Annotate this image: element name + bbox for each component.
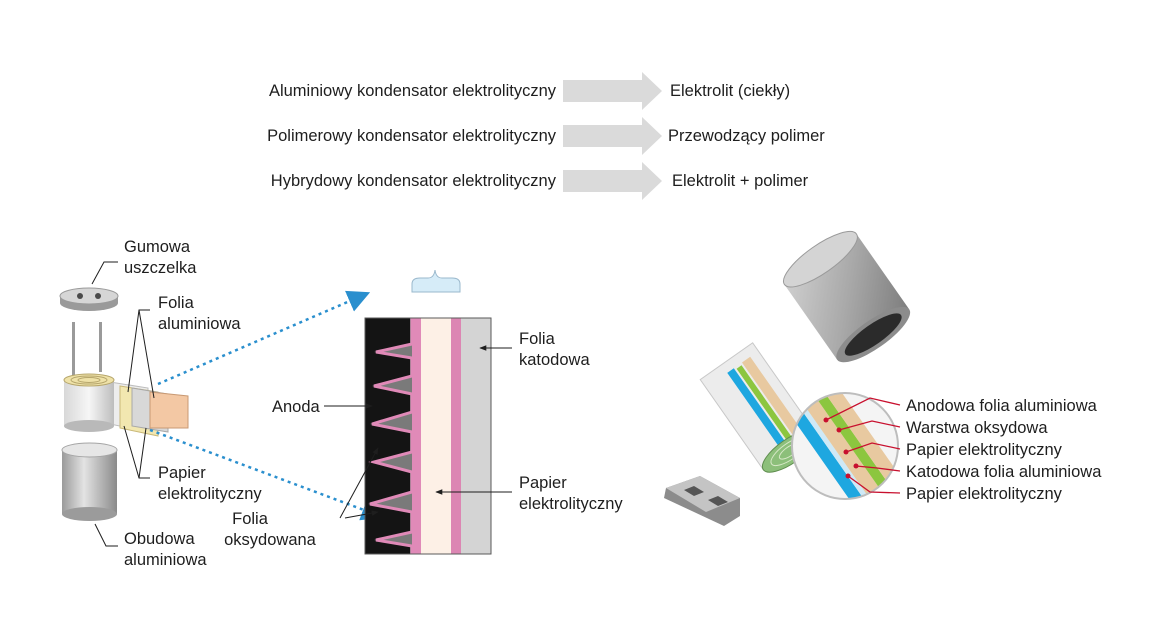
- type-arrow: [563, 72, 662, 110]
- type-name: Aluminiowy kondensator elektrolityczny: [269, 82, 557, 100]
- aluminum-foil-leader: [127, 309, 150, 393]
- cutaway-label: Katodowa folia aluminiowa: [906, 463, 1102, 481]
- rubber-seal-illustration: [59, 287, 119, 311]
- cathode-layer: [461, 318, 491, 554]
- cutaway-label: Papier elektrolityczny: [906, 441, 1063, 459]
- cutaway-label: Papier elektrolityczny: [906, 485, 1063, 503]
- type-electrolyte: Elektrolit (ciekły): [670, 82, 790, 100]
- type-electrolyte: Przewodzący polimer: [668, 127, 825, 145]
- rubber-seal-leader: [91, 261, 118, 285]
- seal-block-illustration: [664, 476, 740, 526]
- cathode-oxide-layer: [451, 318, 461, 554]
- type-name: Polimerowy kondensator elektrolityczny: [267, 127, 557, 145]
- paper-leader: [138, 427, 147, 479]
- zoom-arrow-top: [157, 290, 371, 386]
- oxidized-foil-leader: [344, 510, 379, 519]
- section-bracket: [411, 269, 461, 293]
- oxide-coating: [368, 318, 414, 554]
- type-row: Polimerowy kondensator elektrolityczny P…: [267, 117, 825, 155]
- anode-label: Anoda: [272, 398, 321, 416]
- case-leader: [94, 523, 118, 547]
- types-table: Aluminiowy kondensator elektrolityczny E…: [267, 72, 825, 200]
- cutaway-label: Anodowa folia aluminiowa: [906, 397, 1098, 415]
- section-outline: [364, 317, 492, 555]
- type-row: Aluminiowy kondensator elektrolityczny E…: [269, 72, 790, 110]
- cutaway-dots: [823, 417, 859, 479]
- aluminum-case-illustration: [61, 442, 118, 521]
- aluminum-foil-leader: [138, 309, 155, 399]
- type-electrolyte: Elektrolit + polimer: [672, 172, 809, 190]
- paper-layer: [421, 318, 451, 554]
- type-arrow: [563, 162, 662, 200]
- cutaway-leaders: [825, 397, 901, 494]
- type-name: Hybrydowy kondensator elektrolityczny: [271, 172, 557, 190]
- zoom-arrow-bottom: [149, 428, 385, 521]
- type-arrow: [563, 117, 662, 155]
- cutaway-label: Warstwa oksydowa: [906, 419, 1048, 437]
- lead-wire: [72, 322, 75, 378]
- oxide-layer: [412, 318, 421, 554]
- cutaway: Anodowa folia aluminiowa Warstwa oksydow…: [664, 230, 1102, 526]
- type-row: Hybrydowy kondensator elektrolityczny El…: [271, 162, 809, 200]
- unrolled-foils: [109, 381, 189, 437]
- oxidized-foil-leader: [339, 447, 379, 519]
- winding-roll-illustration: [63, 373, 115, 432]
- aluminum-can-illustration: [783, 230, 911, 363]
- lead-wire: [99, 322, 102, 372]
